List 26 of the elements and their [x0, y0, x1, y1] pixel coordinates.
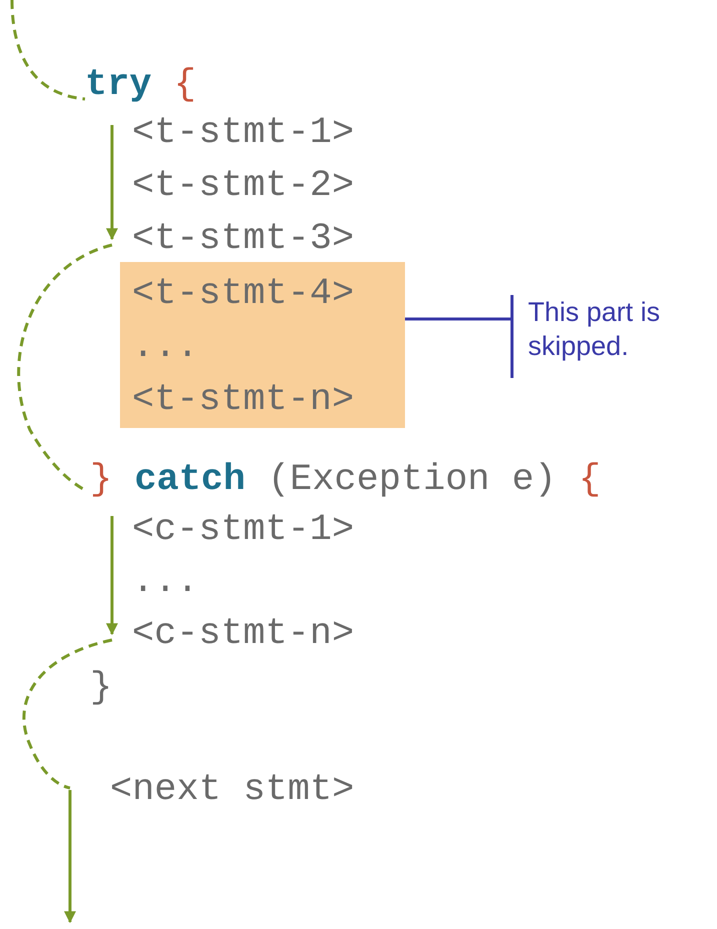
brace: { — [578, 459, 601, 501]
note-text: This part is skipped. — [512, 295, 717, 375]
code-line: <t-stmt-4> — [132, 274, 356, 317]
keyword: try — [85, 64, 152, 106]
flow-arrow — [106, 516, 118, 636]
code-line: ... — [132, 327, 200, 370]
dashed-flow-line — [22, 638, 112, 790]
code-line: <t-stmt-2> — [112, 166, 352, 206]
keyword: catch — [134, 459, 246, 501]
highlight-box — [120, 262, 405, 428]
code-line: <t-stmt-n> — [132, 380, 356, 423]
brace: { — [174, 64, 196, 106]
leader-line — [404, 294, 514, 380]
dashed-flow-line — [10, 0, 86, 100]
code-line: <c-stmt-n> — [112, 614, 352, 654]
brace: } — [90, 459, 112, 501]
code-line: } — [85, 668, 125, 708]
code-line: <t-stmt-1> — [112, 113, 352, 153]
code-line: ... — [112, 562, 352, 602]
code-line: <t-stmt-3> — [112, 219, 352, 259]
dashed-flow-line — [17, 244, 112, 492]
flow-arrow — [64, 790, 76, 924]
code-text: (Exception e) — [268, 459, 556, 501]
flow-arrow — [106, 125, 118, 240]
code-line: <next stmt> — [70, 770, 400, 810]
code-line: <c-stmt-1> — [112, 510, 352, 550]
